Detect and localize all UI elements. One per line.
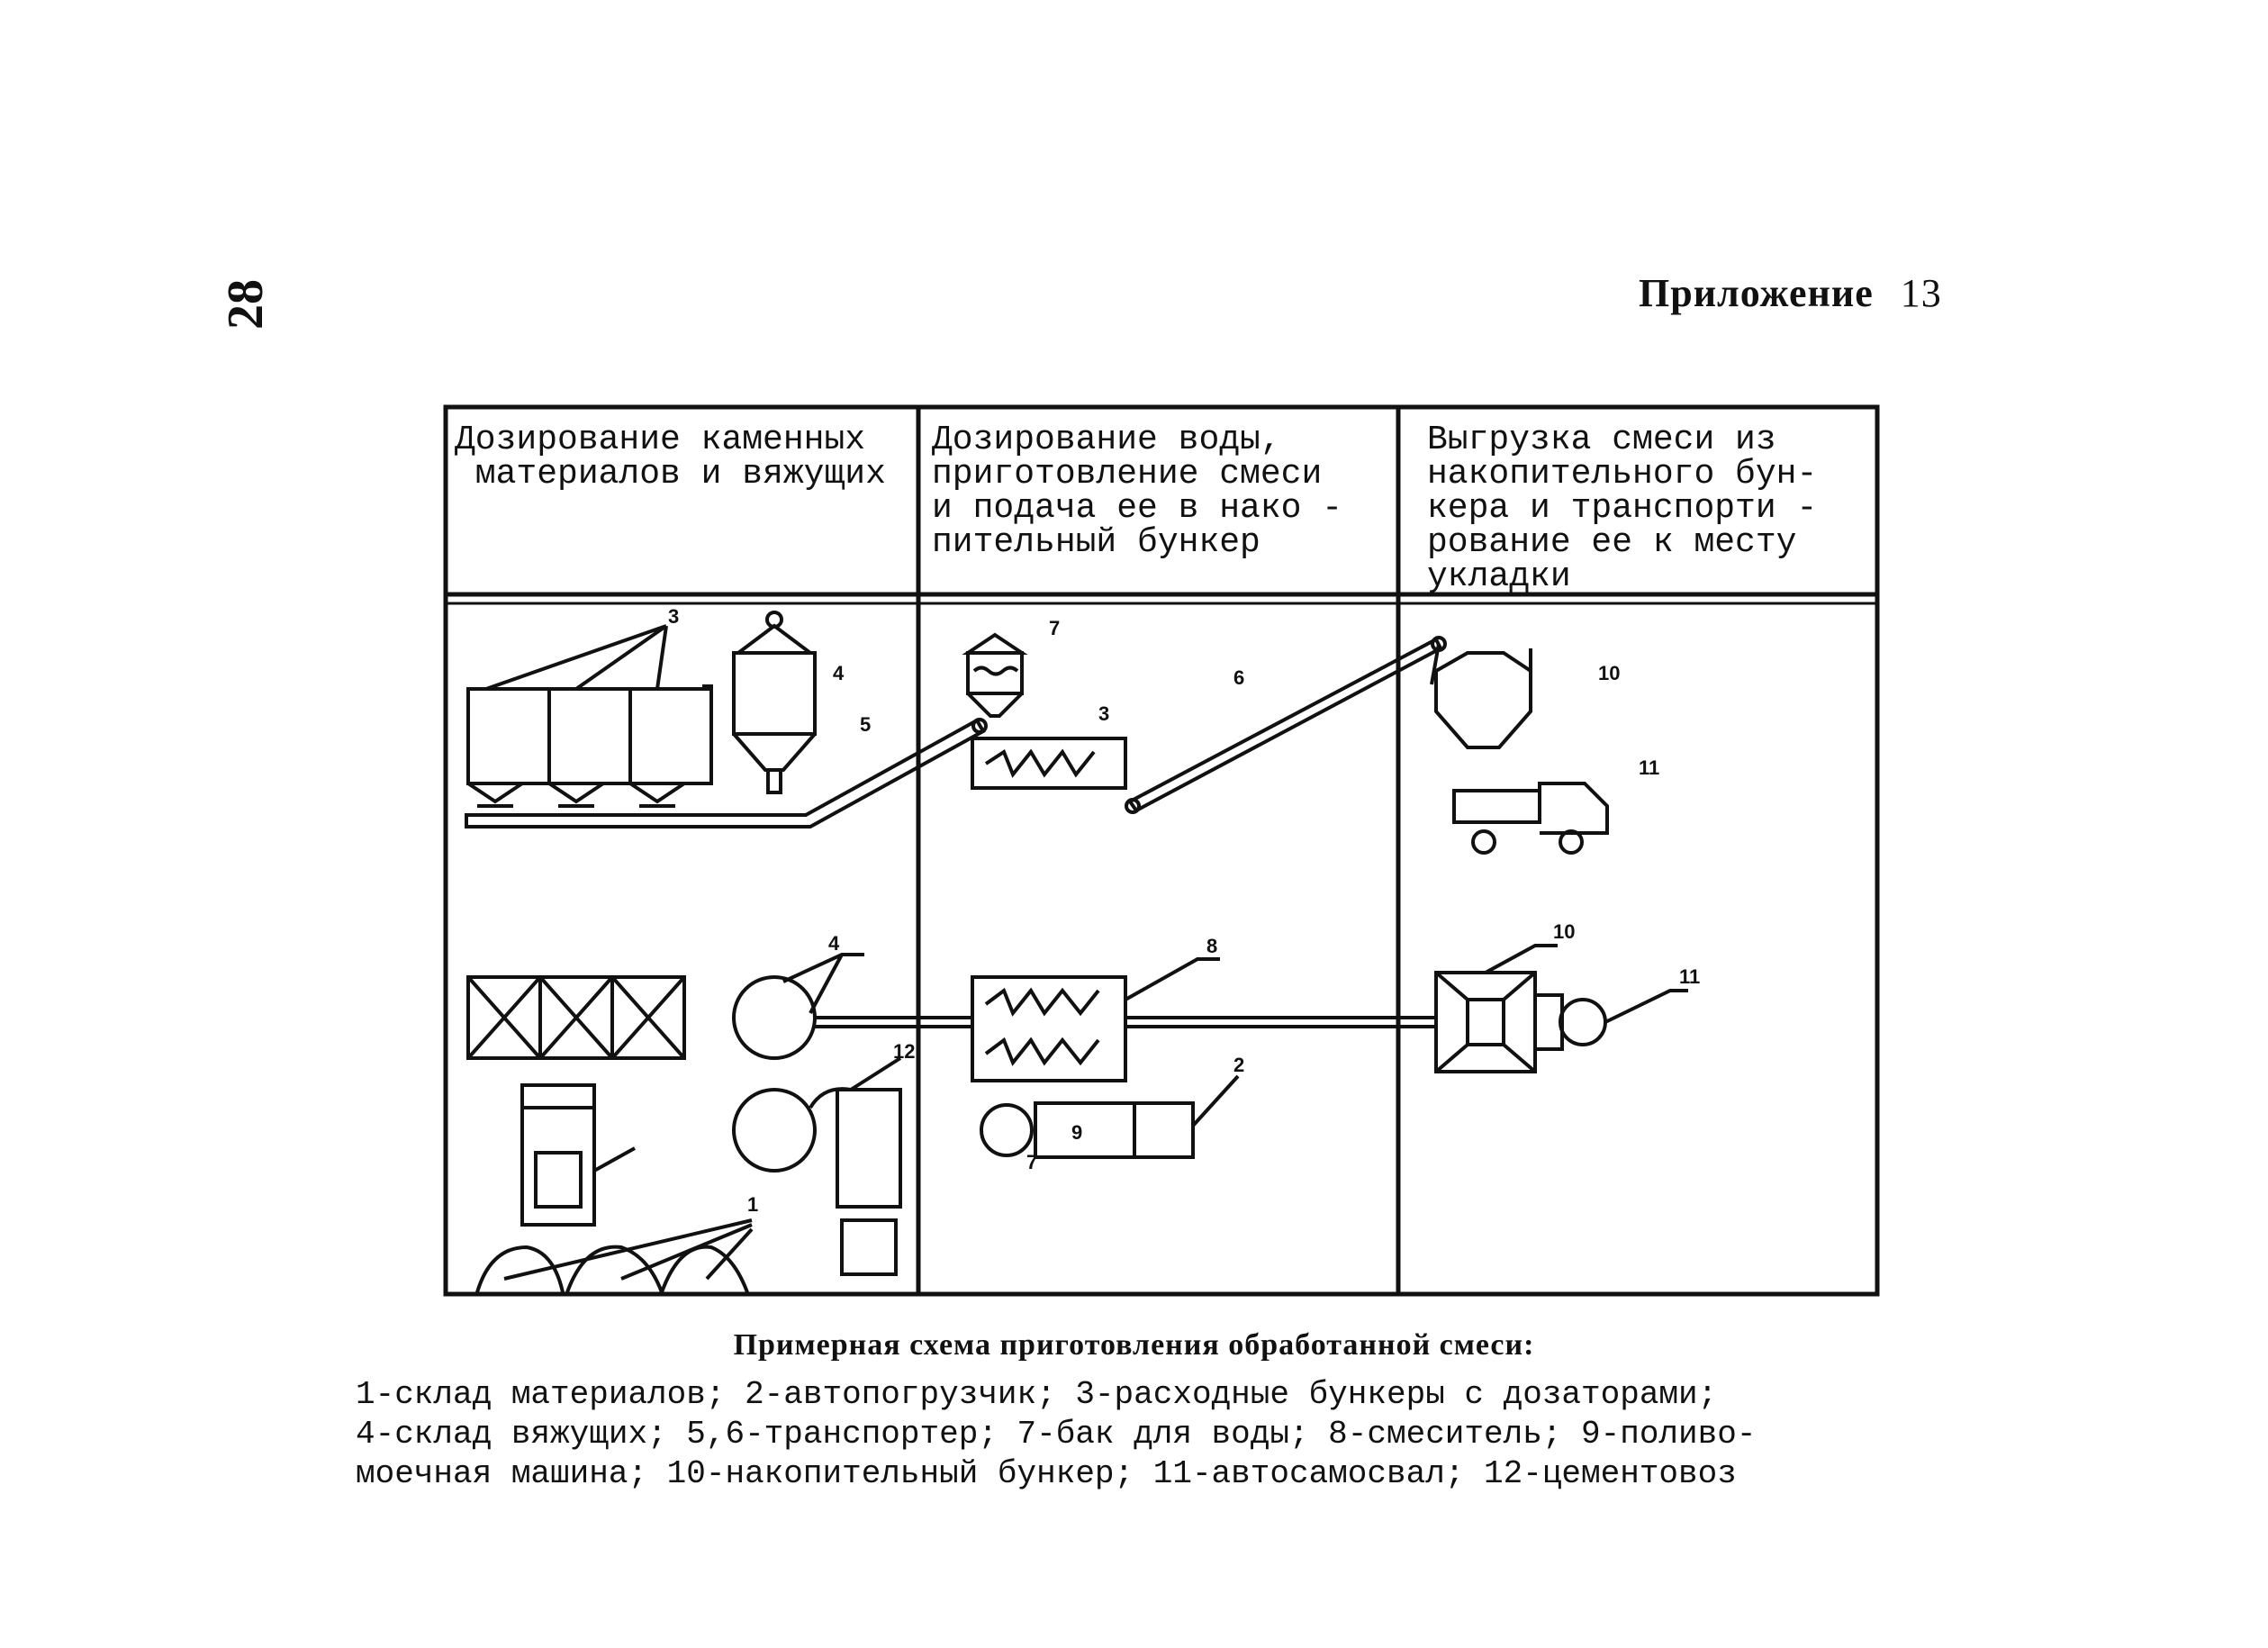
callout-label: 3: [668, 605, 679, 628]
callout-label: 12: [893, 1040, 915, 1063]
appendix-number: 13: [1900, 271, 1942, 315]
hoppers-plan: [466, 975, 686, 1060]
callout-label: 9: [1071, 1121, 1082, 1144]
top-callout-labels: 3 4 5 7 3 6 10 11: [668, 605, 1659, 779]
storage-bunker-10: [1434, 648, 1532, 749]
callout-label: 10: [1598, 662, 1620, 684]
callout-label: 8: [1206, 935, 1217, 957]
caption-line-3: моечная машина; 10-накопительный бункер;…: [356, 1455, 1737, 1492]
callout-label: 11: [1639, 756, 1659, 779]
caption-line-2: 4-склад вяжущих; 5,6-транспортер; 7-бак …: [356, 1416, 1757, 1453]
mixer-3: [971, 737, 1127, 790]
callout-label: 4: [828, 932, 840, 955]
dump-truck-11-plan: [1559, 989, 1688, 1046]
callout-label: 2: [1233, 1054, 1244, 1076]
callout-label: 5: [860, 713, 871, 736]
watering-machine-9: [980, 1074, 1240, 1159]
conveyor-5: [465, 718, 988, 829]
callout-label: 10: [1553, 920, 1575, 943]
callout-label: 6: [1233, 666, 1244, 689]
bottom-callout-labels: 4 8 12 2 9 7 1 10 11: [747, 920, 1700, 1216]
callout-label: 3: [1098, 702, 1109, 725]
loader-2: [520, 1083, 636, 1227]
appendix-heading: Приложение 13: [1639, 270, 1942, 316]
table-frame: [443, 404, 1880, 1297]
callout-label: 7: [1026, 1151, 1037, 1173]
callout-label: 1: [747, 1193, 758, 1216]
binder-storage-plan: [732, 953, 972, 1173]
header-unloading-transport: Выгрузка смеси из накопительного бун- ке…: [1427, 421, 1818, 596]
caption-line-1: 1-склад материалов; 2-автопогрузчик; 3-р…: [356, 1376, 1718, 1413]
dump-truck-11: [1452, 782, 1609, 855]
dosing-hoppers: [466, 624, 713, 808]
cement-truck-12: [809, 1056, 902, 1276]
caption-title: Примерная схема приготовления обработанн…: [733, 1328, 1535, 1362]
appendix-label: Приложение: [1639, 271, 1874, 315]
conveyor-6: [1125, 636, 1447, 814]
header-water-mixing: Дозирование воды, приготовление смеси и …: [932, 421, 1343, 562]
callout-label: 11: [1679, 965, 1700, 988]
storage-bunker-10-plan: [1434, 944, 1564, 1073]
callout-label: 4: [833, 662, 845, 684]
material-piles: [475, 1218, 754, 1293]
callout-label: 7: [1049, 617, 1060, 639]
header-dosing-materials: Дозирование каменных материалов и вяжущи…: [455, 421, 886, 493]
mixer-8-plan: [971, 957, 1436, 1082]
water-tank-7: [962, 632, 1028, 718]
binder-silo: [732, 611, 817, 794]
